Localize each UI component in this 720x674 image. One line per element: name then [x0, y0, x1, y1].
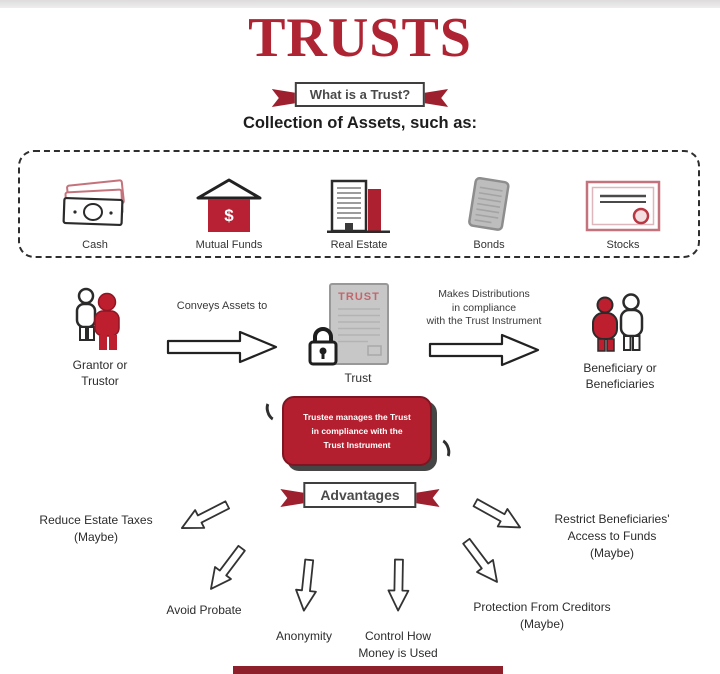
conveys-assets-caption: Conveys Assets to	[176, 300, 268, 312]
asset-label: Bonds	[473, 239, 505, 251]
assets-box: Cash $ Mutual Funds	[18, 150, 700, 258]
asset-real-estate: Real Estate	[324, 160, 394, 251]
cash-icon	[56, 174, 134, 238]
bubble-motion-mark	[428, 435, 454, 465]
ribbon-tail-right	[420, 89, 449, 107]
top-edge-strip	[0, 0, 720, 8]
asset-label: Cash	[82, 239, 108, 251]
asset-cash: Cash	[56, 160, 134, 251]
assets-heading: Collection of Assets, such as:	[242, 114, 478, 132]
asset-label: Stocks	[606, 239, 640, 251]
arrow-down-left-icon	[196, 537, 252, 598]
arrow-down-icon	[287, 557, 321, 614]
advantage-restrict-access: Restrict Beneficiaries'Access to Funds(M…	[554, 512, 670, 560]
svg-text:TRUST: TRUST	[338, 291, 380, 303]
what-is-trust-banner: What is a Trust?	[271, 82, 449, 107]
asset-mutual-funds: $ Mutual Funds	[194, 160, 264, 251]
asset-label: Mutual Funds	[195, 239, 263, 251]
arrow-down-right-icon	[452, 533, 508, 594]
mutual-funds-icon: $	[194, 174, 264, 238]
ribbon-tail-left	[280, 489, 309, 507]
arrow-down-icon	[381, 558, 411, 612]
asset-label: Real Estate	[330, 239, 388, 251]
advantage-protection-creditors: Protection From Creditors(Maybe)	[473, 600, 611, 631]
bonds-icon	[454, 174, 524, 238]
trust-document-icon: TRUST	[308, 282, 404, 379]
grantor-icon	[62, 286, 134, 357]
advantages-banner: Advantages	[280, 482, 440, 508]
asset-bonds: Bonds	[454, 160, 524, 251]
what-is-trust-banner-label: What is a Trust?	[294, 82, 426, 107]
trust-label: Trust	[344, 371, 372, 385]
arrow-right-icon	[428, 332, 540, 373]
arrow-down-right-icon	[466, 492, 527, 544]
svg-text:$: $	[224, 206, 234, 225]
bottom-cropped-ribbon	[233, 666, 503, 674]
beneficiaries-icon	[583, 292, 655, 361]
advantage-anonymity: Anonymity	[275, 629, 333, 643]
ribbon-tail-left	[271, 89, 300, 107]
ribbon-tail-right	[411, 489, 440, 507]
advantages-banner-label: Advantages	[303, 482, 417, 508]
real-estate-icon	[324, 174, 394, 238]
arrow-down-left-icon	[172, 489, 233, 539]
arrow-right-icon	[166, 329, 278, 370]
stocks-icon	[584, 174, 662, 238]
advantage-reduce-estate-taxes: Reduce Estate Taxes(Maybe)	[39, 513, 153, 544]
asset-stocks: Stocks	[584, 160, 662, 251]
page-title: TRUSTS	[248, 7, 472, 69]
advantage-avoid-probate: Avoid Probate	[166, 603, 242, 617]
